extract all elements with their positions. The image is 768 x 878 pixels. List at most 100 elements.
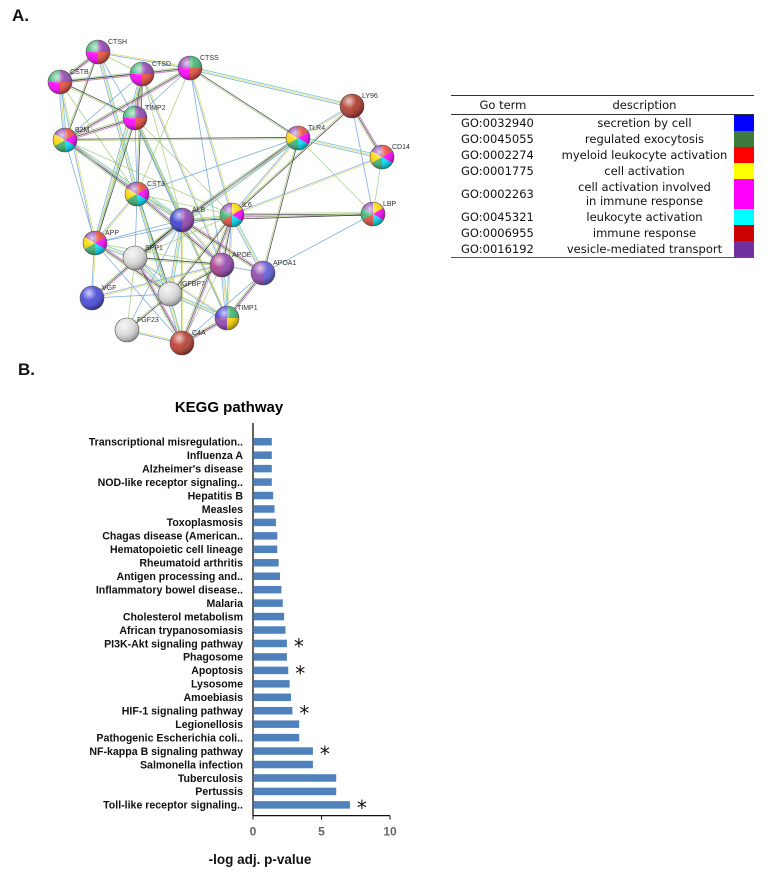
bar	[254, 599, 283, 607]
network-edge	[64, 116, 135, 140]
network-edge	[59, 81, 138, 195]
category-label: Tuberculosis	[178, 773, 243, 785]
go-row: GO:0032940 secretion by cell	[451, 114, 754, 131]
node-highlight	[124, 181, 150, 207]
bar	[254, 774, 337, 782]
network-edge	[64, 73, 143, 141]
bar	[254, 612, 285, 621]
network-node: CSTB	[47, 69, 89, 95]
go-description-line: leukocyte activation	[586, 210, 703, 224]
network-edge	[134, 117, 183, 221]
network-edge	[181, 264, 223, 344]
node-label: APOE	[232, 252, 252, 259]
bar	[254, 787, 337, 796]
network-node: CTSS	[177, 55, 219, 81]
node-highlight	[82, 230, 108, 256]
network-node: LY96	[339, 93, 378, 119]
significance-marker: *	[357, 796, 367, 820]
network-edge	[136, 67, 191, 195]
network-edge	[91, 293, 171, 299]
category-label: NOD-like receptor signaling..	[98, 477, 243, 489]
node-highlight	[369, 144, 395, 170]
go-description-line: secretion by cell	[597, 116, 692, 130]
category-label: Antigen processing and..	[116, 571, 243, 583]
node-label: TIMP1	[237, 305, 258, 312]
network-edge	[133, 258, 182, 344]
network-edge	[126, 219, 183, 331]
significance-marker: *	[299, 702, 309, 726]
category-label: Salmonella infection	[140, 759, 243, 771]
network-edge	[351, 105, 374, 215]
node-highlight	[79, 285, 105, 311]
node-highlight	[122, 245, 148, 271]
network-edge	[58, 82, 95, 244]
network-edge	[231, 212, 373, 215]
network-edge	[65, 52, 100, 141]
bar	[254, 559, 279, 567]
x-tick-label: 10	[383, 825, 397, 839]
panel-a-label: A.	[12, 6, 29, 25]
node-highlight	[285, 125, 311, 151]
network-edge	[64, 136, 298, 140]
node-highlight	[177, 55, 203, 81]
network-edge	[189, 67, 223, 266]
go-color-swatch	[734, 225, 754, 241]
bar	[254, 626, 286, 634]
network-edge	[97, 52, 190, 70]
network-node: LBP	[360, 201, 397, 227]
category-label: HIF-1 signaling pathway	[122, 706, 243, 718]
node-highlight	[129, 61, 155, 87]
network-edge	[134, 137, 299, 259]
node-label: CD14	[392, 144, 410, 151]
chart-title: KEGG pathway	[175, 399, 284, 416]
bar	[254, 693, 291, 702]
network-edge	[135, 256, 223, 265]
network-node: C4A	[169, 330, 206, 356]
network-node: SPP1	[122, 245, 163, 271]
bar	[254, 478, 272, 486]
node-label: VGF	[102, 285, 116, 292]
category-label: Legionellosis	[175, 719, 243, 731]
go-term-id: GO:0032940	[461, 116, 534, 130]
go-color-swatch	[734, 114, 754, 131]
network-edge	[136, 137, 299, 195]
node-label: APOA1	[273, 260, 296, 267]
network-edge	[136, 193, 233, 216]
x-tick-label: 0	[250, 825, 257, 839]
bar	[254, 437, 272, 446]
node-highlight	[157, 281, 183, 307]
node-highlight	[122, 105, 148, 131]
network-edge	[91, 263, 222, 298]
network-edge	[231, 155, 382, 215]
network-edge	[261, 137, 298, 273]
node-label: FGF23	[137, 317, 159, 324]
go-description-line: cell activation	[604, 164, 685, 178]
node-highlight	[169, 207, 195, 233]
network-edge	[65, 138, 184, 220]
node-label: B2M	[75, 127, 90, 134]
node-label: LBP	[383, 201, 397, 208]
node-highlight	[114, 317, 140, 343]
node-highlight	[214, 305, 240, 331]
category-label: PI3K-Akt signaling pathway	[104, 638, 243, 650]
go-description-line: regulated exocytosis	[584, 132, 705, 146]
network-edge	[94, 242, 223, 266]
node-label: SPP1	[145, 245, 163, 252]
network-edge	[60, 81, 136, 118]
node-highlight	[209, 252, 235, 278]
bar	[254, 733, 300, 742]
network-edge	[93, 73, 142, 243]
network-edge	[136, 193, 183, 344]
network-edge	[133, 118, 182, 221]
bar	[254, 572, 281, 580]
node-label: APP	[105, 230, 119, 237]
bar	[254, 706, 293, 715]
network-edge	[181, 212, 373, 220]
category-label: Measles	[202, 504, 243, 516]
